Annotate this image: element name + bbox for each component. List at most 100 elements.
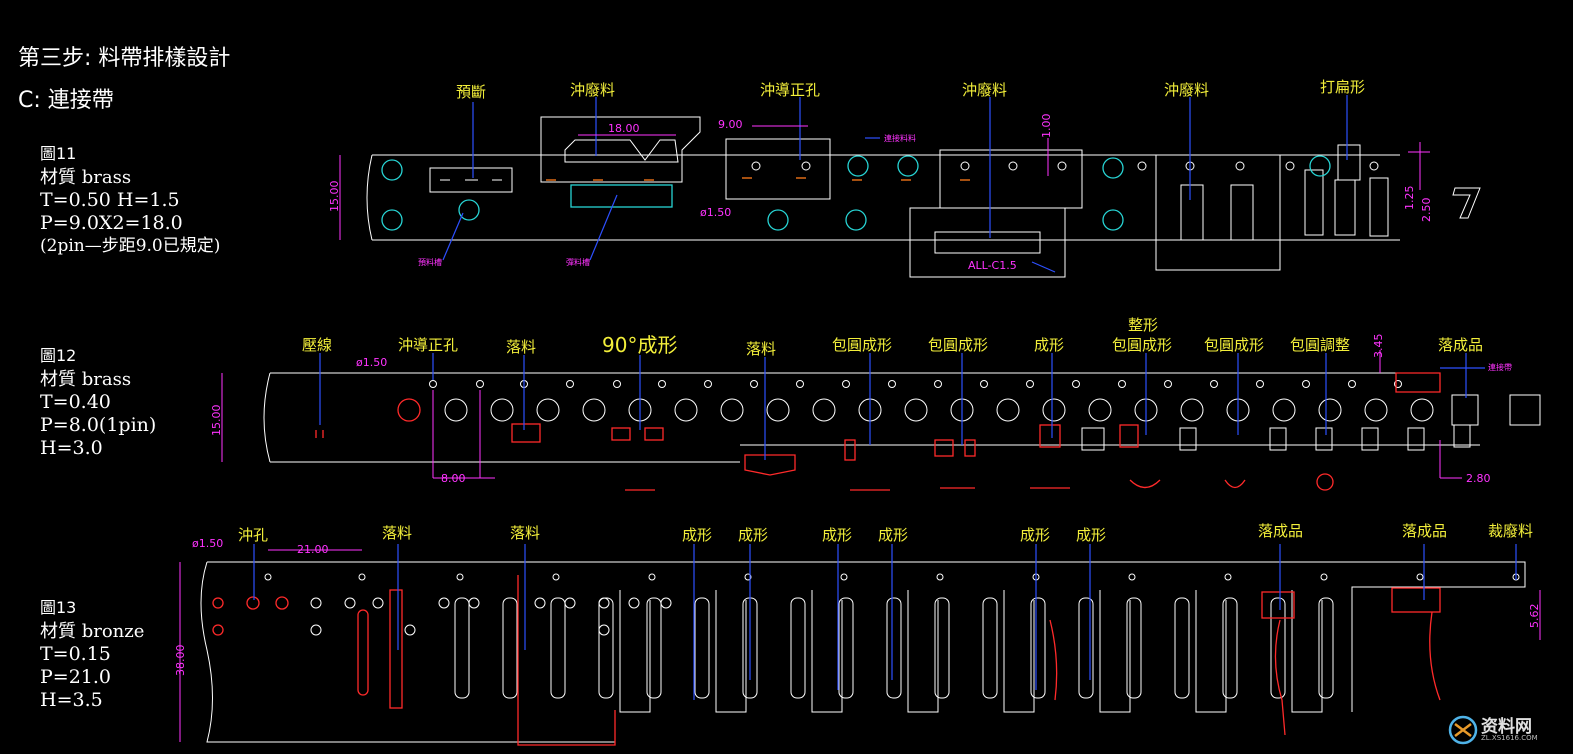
fig1-specs: 圖11 材質 brass T=0.50 H=1.5 P=9.0X2=18.0 (… — [40, 142, 220, 258]
fig1-thickness: T=0.50 H=1.5 — [40, 189, 180, 211]
watermark-url: ZL.XS1616.COM — [1481, 734, 1538, 742]
fig2-label: 圖12 — [40, 346, 77, 365]
s1-label-2: 沖導正孔 — [760, 81, 820, 99]
fig3-thickness: T=0.15 — [40, 643, 111, 665]
s1-label-4: 沖廢料 — [1164, 81, 1209, 99]
slot-tongue — [790, 597, 806, 699]
fig3-label: 圖13 — [40, 598, 77, 617]
s3-label-4: 成形 — [738, 526, 768, 544]
s2-label-7: 成形 — [1034, 336, 1064, 354]
s2-dim-4: 2.80 — [1466, 472, 1491, 485]
s1-dim-7: ALL-C1.5 — [968, 259, 1017, 272]
s3-dim-0: ø1.50 — [192, 537, 223, 550]
fig1-note: (2pin—步距9.0已規定) — [40, 236, 221, 256]
s1-dim-1: 9.00 — [718, 118, 743, 131]
slot-tongue — [838, 597, 854, 699]
s1-label-5: 打扁形 — [1320, 78, 1365, 96]
fig3-specs: 圖13 材質 bronze T=0.15 P=21.0 H=3.5 — [40, 596, 144, 712]
slot-tongue — [1126, 597, 1142, 699]
s1-small-0: 連接料料 — [884, 133, 916, 143]
strip1 — [339, 95, 1481, 278]
slot-tongue — [934, 597, 950, 699]
slot-tongue — [646, 597, 662, 699]
s3-label-11: 裁廢料 — [1488, 522, 1533, 540]
fig2-height: H=3.0 — [40, 437, 103, 459]
s2-dim-0: ø1.50 — [356, 356, 387, 369]
formed-finger — [619, 590, 651, 713]
strip3 — [179, 544, 1541, 746]
s1-small-2: 彈料槽 — [566, 257, 590, 267]
s1-dim-0: 18.00 — [608, 122, 640, 135]
s2-label-2: 落料 — [506, 338, 536, 356]
formed-finger — [715, 590, 747, 713]
formed-finger — [1195, 590, 1227, 713]
s2-label-9: 包圓成形 — [1112, 336, 1172, 354]
slot-tongue — [1222, 597, 1238, 699]
s3-label-9: 落成品 — [1258, 522, 1303, 540]
s2-label-0: 壓線 — [302, 336, 332, 354]
formed-finger — [811, 590, 843, 713]
formed-finger — [907, 590, 939, 713]
s3-label-1: 落料 — [382, 524, 412, 542]
s1-label-1: 沖廢料 — [570, 81, 615, 99]
s2-dim-2: 8.00 — [441, 472, 466, 485]
fig2-material: 材質 brass — [40, 369, 132, 390]
s2-label-5: 包圓成形 — [832, 336, 892, 354]
s3-label-6: 成形 — [878, 526, 908, 544]
strip2 — [221, 350, 1541, 491]
slot-tongue — [502, 597, 518, 699]
s3-label-2: 落料 — [510, 524, 540, 542]
slot-tongue — [886, 597, 902, 699]
fig1-pitch: P=9.0X2=18.0 — [40, 212, 183, 234]
fig1-label: 圖11 — [40, 144, 77, 163]
slot-tongue — [982, 597, 998, 699]
s2-label-1: 沖導正孔 — [398, 336, 458, 354]
fig2-specs: 圖12 材質 brass T=0.40 P=8.0(1pin) H=3.0 — [40, 344, 156, 460]
s2-label-11: 包圓調整 — [1290, 336, 1350, 354]
s2-dim-3: 3.45 — [1372, 334, 1385, 359]
s3-label-8: 成形 — [1076, 526, 1106, 544]
fig2-pitch: P=8.0(1pin) — [40, 414, 157, 436]
fig2-thickness: T=0.40 — [40, 391, 111, 413]
slot-tongue — [694, 597, 710, 699]
s1-label-3: 沖廢料 — [962, 81, 1007, 99]
s3-dim-2: 38.00 — [174, 645, 187, 677]
s2-label-3: 90°成形 — [602, 333, 677, 357]
s2-label-8: 整形 — [1128, 316, 1158, 334]
slot-tongue — [550, 597, 566, 699]
s3-dim-1: 21.00 — [297, 543, 329, 556]
s2-label-4: 落料 — [746, 340, 776, 358]
slot-tongue — [1270, 597, 1286, 699]
watermark-brand: 资料网 — [1481, 717, 1532, 737]
slot-tongue — [1318, 597, 1334, 699]
s2-label-6: 包圓成形 — [928, 336, 988, 354]
fig3-pitch: P=21.0 — [40, 666, 112, 688]
s1-small-1: 預料槽 — [418, 257, 442, 267]
slot-tongue — [1174, 597, 1190, 699]
watermark: 资料网 ZL.XS1616.COM — [1445, 710, 1565, 750]
s2-small-0: 連接帶 — [1488, 362, 1512, 372]
slot-tongue — [454, 597, 470, 699]
s1-dim-5: 1.25 — [1403, 186, 1416, 211]
formed-finger — [1003, 590, 1035, 713]
formed-finger — [1291, 590, 1323, 713]
s1-label-0: 預斷 — [456, 83, 486, 101]
page-title: 第三步: 料帶排樣設計 — [18, 46, 231, 71]
s3-label-10: 落成品 — [1402, 522, 1447, 540]
s1-dim-3: 15.00 — [328, 181, 341, 213]
slot-tongue — [1030, 597, 1046, 699]
fig3-material: 材質 bronze — [40, 621, 145, 642]
s3-label-7: 成形 — [1020, 526, 1050, 544]
s3-dim-3: 5.62 — [1528, 604, 1541, 629]
s3-label-5: 成形 — [822, 526, 852, 544]
s1-dim-4: 1.00 — [1040, 114, 1053, 139]
fig3-height: H=3.5 — [40, 689, 103, 711]
fig1-material: 材質 brass — [40, 167, 132, 188]
s2-dim-1: 15.00 — [210, 405, 223, 437]
s2-label-12: 落成品 — [1438, 336, 1483, 354]
s1-dim-2: ø1.50 — [700, 206, 731, 219]
slot-tongue — [1078, 597, 1094, 699]
s3-label-0: 沖孔 — [238, 526, 268, 544]
s2-label-10: 包圓成形 — [1204, 336, 1264, 354]
